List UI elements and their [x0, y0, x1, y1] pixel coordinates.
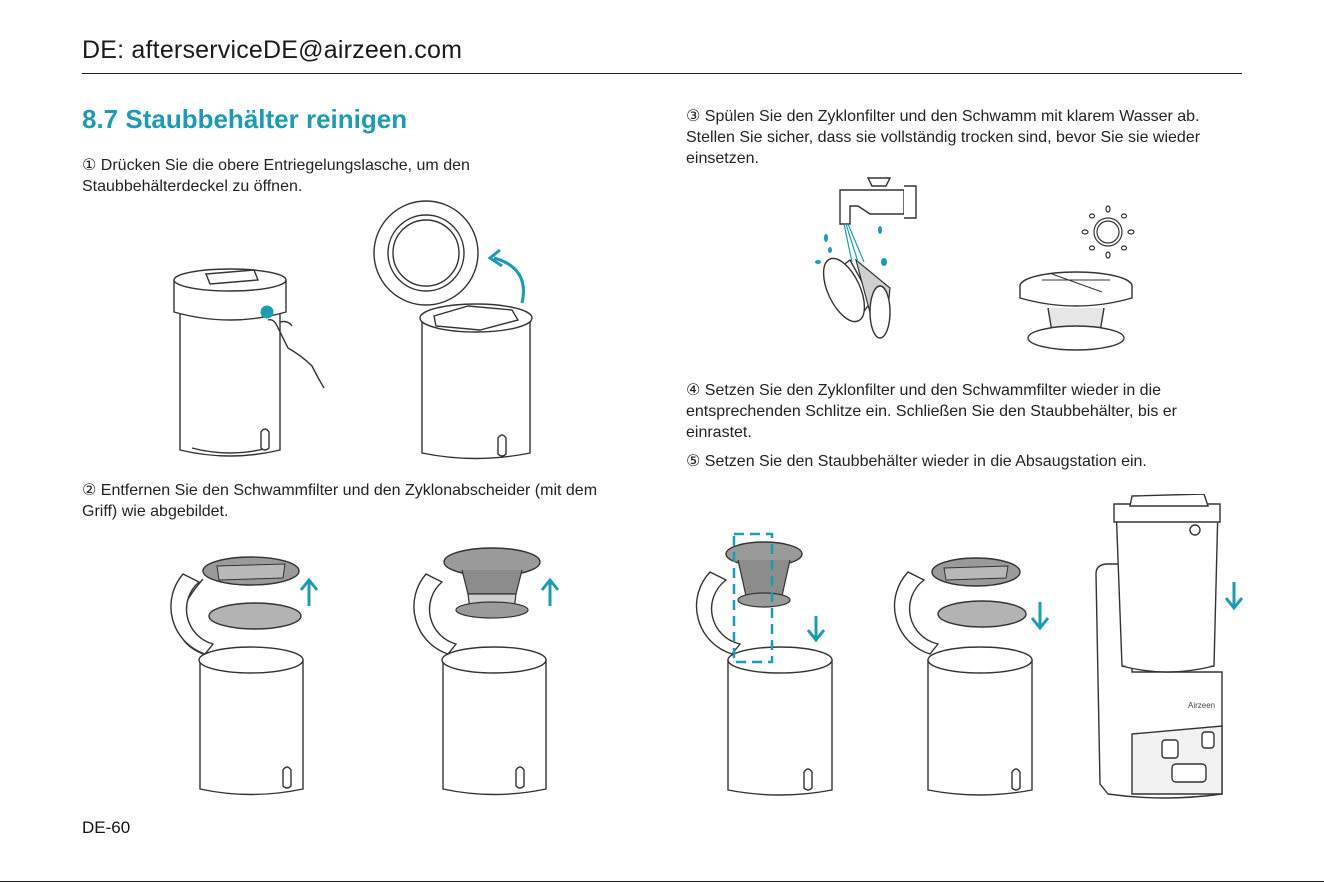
sponge-filter: [208, 602, 302, 630]
header-rule: [82, 73, 1242, 74]
illustration-insert-bin-into-station: Airzeen: [1092, 494, 1252, 814]
page-number: DE-60: [82, 818, 131, 837]
illustration-bin-press-latch: [168, 262, 343, 467]
illustration-remove-sponge-filter: [155, 534, 325, 799]
illustration-rinse-under-water: [800, 170, 925, 365]
illustration-dry-in-sun: [1012, 198, 1142, 363]
step-3-text: ③ Spülen Sie den Zyklonfilter und den Sc…: [686, 108, 1201, 167]
step-2-text: ② Entfernen Sie den Schwammfilter und de…: [82, 482, 598, 520]
illustration-reinsert-cyclone: [686, 532, 846, 800]
latch-button: [260, 305, 274, 319]
illustration-reinsert-sponge: [884, 532, 1059, 800]
station-brand-logo: Airzeen: [1188, 701, 1215, 710]
illustration-bin-lid-open: [372, 198, 537, 468]
header-contact: DE: afterserviceDE@airzeen.com: [82, 36, 463, 64]
step-5-text: ⑤ Setzen Sie den Staubbehälter wieder in…: [686, 453, 1147, 470]
sun-icon: [1081, 205, 1135, 259]
section-title: 8.7 Staubbehälter reinigen: [82, 104, 408, 134]
illustration-remove-cyclone-separator: [398, 534, 573, 799]
footer-rule: [0, 881, 1324, 882]
step-4-text: ④ Setzen Sie den Zyklonfilter und den Sc…: [686, 382, 1177, 441]
step-1-text: ① Drücken Sie die obere Entriegelungslas…: [82, 157, 470, 195]
